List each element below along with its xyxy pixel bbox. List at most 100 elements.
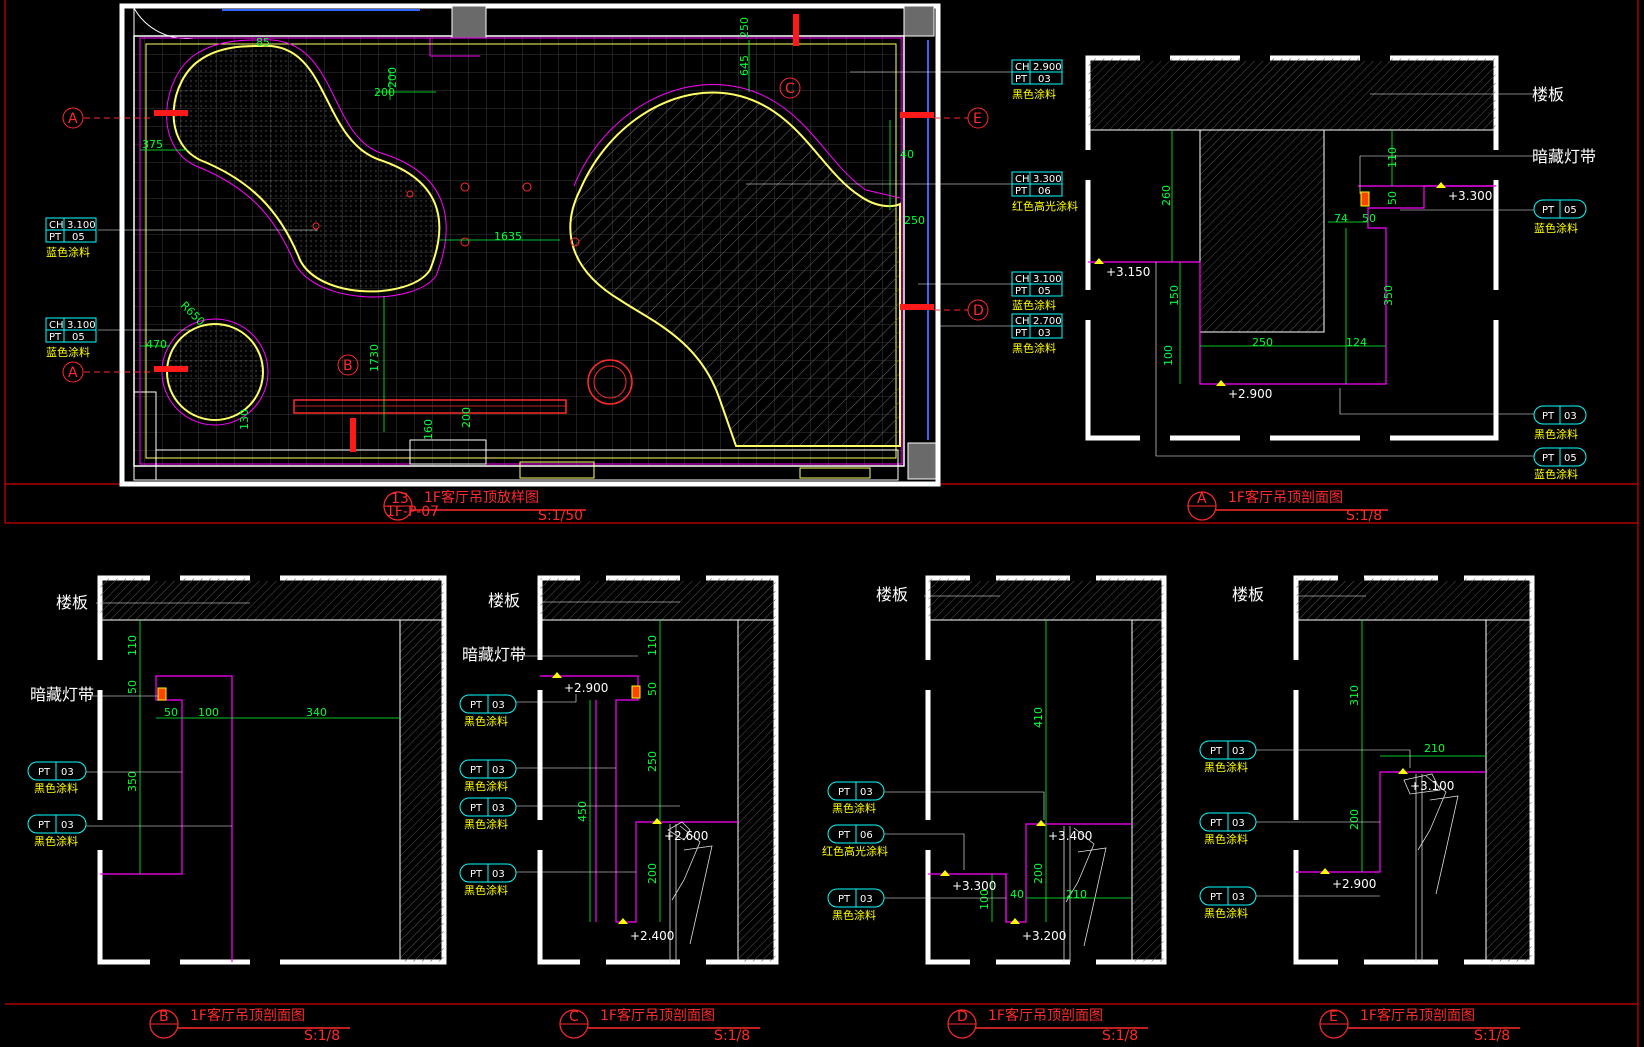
pt-code: PT (838, 894, 851, 905)
section-title: 1F客厅吊顶剖面图 (988, 1007, 1103, 1024)
plan-ch-tags: CH 2.900 PT 03 黑色涂料 CH 3.300 PT 06 红色高光涂… (45, 59, 1078, 359)
level-label: +3.400 (1048, 829, 1092, 843)
ch-value: 3.100 (67, 320, 96, 331)
section-b: 110 50 50 100 340 350 楼板 暗藏灯带 PT 03 黑色涂料… (27, 575, 447, 1044)
pt-value: 03 (61, 820, 74, 831)
dim-label: 340 (306, 706, 327, 719)
section-title: 1F客厅吊顶剖面图 (1228, 489, 1343, 506)
material-note: 黑色涂料 (832, 801, 876, 815)
level-label: +3.200 (1022, 929, 1066, 943)
level-label: +3.300 (952, 879, 996, 893)
section-a-dims: 110 50 50 74 260 150 350 100 250 124 (1160, 147, 1399, 366)
dim-label: 50 (1386, 191, 1399, 205)
material-note: 黑色涂料 (1534, 427, 1578, 441)
light-strip-label: 暗藏灯带 (1532, 147, 1596, 166)
pt-code: PT (1210, 746, 1223, 757)
pt-code: PT (470, 803, 483, 814)
slab-label: 楼板 (1232, 585, 1264, 604)
material-note: 黑色涂料 (1204, 832, 1248, 846)
material-note: 蓝色涂料 (46, 245, 90, 259)
section-letter: B (343, 358, 353, 374)
dim-label: 100 (1162, 345, 1175, 366)
material-note: 黑色涂料 (1012, 341, 1056, 355)
pt-value: 03 (860, 787, 873, 798)
pt-code: PT (1015, 328, 1028, 339)
pt-value: 03 (1564, 411, 1577, 422)
pt-code: PT (470, 765, 483, 776)
section-mark: B (159, 1009, 169, 1025)
pt-code: PT (470, 869, 483, 880)
pt-value: 03 (61, 767, 74, 778)
ch-code: CH (49, 220, 64, 231)
section-a: 110 50 50 74 260 150 350 100 250 124 +3.… (1085, 55, 1596, 524)
section-mark: E (1329, 1009, 1338, 1025)
pt-code: PT (838, 787, 851, 798)
pt-value: 05 (1564, 453, 1577, 464)
pt-tag: PT 05 蓝色涂料 (1533, 199, 1587, 235)
pt-code: PT (49, 332, 62, 343)
ch-value: 2.700 (1033, 316, 1062, 327)
pt-tag: PT 03 黑色涂料 (459, 694, 517, 728)
material-note: 红色高光涂料 (822, 844, 888, 858)
dim-label: 200 (374, 86, 395, 99)
pt-tag: PT 03 黑色涂料 (827, 781, 885, 815)
dim-label: 40 (1010, 888, 1024, 901)
pt-code: PT (1210, 818, 1223, 829)
pt-tag: PT 03 黑色涂料 (1199, 886, 1257, 920)
dim-label: 310 (1348, 685, 1361, 706)
pt-tag: PT 03 黑色涂料 (27, 761, 87, 795)
plan-title: 1F客厅吊顶放样图 (424, 489, 539, 506)
slab-label: 楼板 (56, 593, 88, 612)
ch-tag: CH 3.100 PT 05 蓝色涂料 (1011, 271, 1063, 312)
pt-code: PT (470, 700, 483, 711)
pt-tag: PT 05 蓝色涂料 (1533, 447, 1587, 481)
level-label: +2.600 (664, 829, 708, 843)
section-scale: S:1/8 (1102, 1028, 1138, 1044)
material-note: 黑色涂料 (1204, 906, 1248, 920)
dim-label: 100 (978, 889, 991, 910)
dim-label: 450 (576, 801, 589, 822)
dim-label: 50 (646, 682, 659, 696)
pt-code: PT (1542, 453, 1555, 464)
dim-label: 100 (198, 706, 219, 719)
dim-label: 200 (1348, 809, 1361, 830)
dim-label: 410 (1032, 707, 1045, 728)
section-title: 1F客厅吊顶剖面图 (190, 1007, 305, 1024)
pt-tag: PT 03 黑色涂料 (1199, 740, 1257, 774)
dim-label: 250 (1252, 336, 1273, 349)
pt-tag: PT 06 红色高光涂料 (822, 824, 888, 858)
material-note: 黑色涂料 (464, 779, 508, 793)
pt-value: 03 (492, 700, 505, 711)
slab-label: 楼板 (488, 591, 520, 610)
dim-label: 470 (146, 338, 167, 351)
dim-label: 645 (738, 55, 751, 76)
ch-code: CH (1015, 62, 1030, 73)
material-note: 黑色涂料 (464, 714, 508, 728)
pt-value: 03 (860, 894, 873, 905)
section-a-pt-tags: PT 05 蓝色涂料 PT 03 黑色涂料 PT 05 蓝色涂料 (1533, 199, 1587, 481)
pt-tag: PT 03 黑色涂料 (1199, 812, 1257, 846)
dim-label: 124 (1346, 336, 1367, 349)
slab-label: 楼板 (1532, 85, 1564, 104)
level-label: +3.300 (1448, 189, 1492, 203)
level-label: +2.900 (1332, 877, 1376, 891)
dim-label: 50 (1362, 212, 1376, 225)
dim-label: 85 (256, 36, 270, 49)
section-scale: S:1/8 (714, 1028, 750, 1044)
ch-tag: CH 2.700 PT 03 黑色涂料 (1011, 313, 1063, 355)
ch-value: 3.100 (1033, 274, 1062, 285)
material-note: 黑色涂料 (34, 834, 78, 848)
dim-label: 50 (126, 680, 139, 694)
ch-tag: CH 3.100 PT 05 蓝色涂料 (45, 317, 97, 359)
ch-tag: CH 2.900 PT 03 黑色涂料 (1011, 59, 1063, 101)
section-title: 1F客厅吊顶剖面图 (1360, 1007, 1475, 1024)
level-label: +2.900 (564, 681, 608, 695)
section-mark: C (569, 1009, 579, 1025)
ch-code: CH (1015, 174, 1030, 185)
ch-value: 3.100 (67, 220, 96, 231)
section-letter: E (973, 111, 982, 127)
section-letter: A (68, 365, 78, 381)
pt-value: 03 (1232, 818, 1245, 829)
material-note: 黑色涂料 (34, 781, 78, 795)
